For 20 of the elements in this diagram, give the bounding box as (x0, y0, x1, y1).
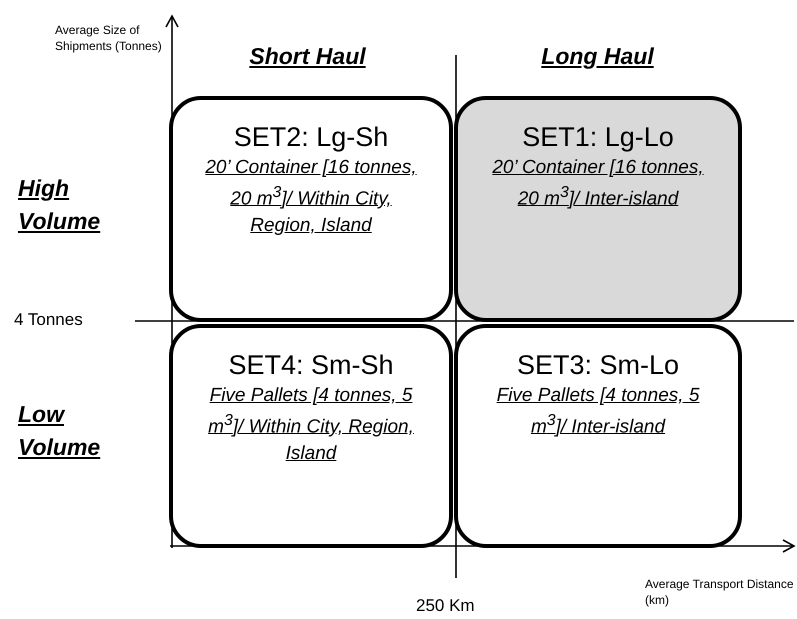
row-heading: High Volume (18, 174, 102, 236)
quadrant-description: 20’ Container [16 tonnes, 20 m$^{3}$]/ Inter-island (491, 156, 705, 211)
threshold-label: 250 Km (416, 596, 476, 616)
quadrant-box (454, 324, 742, 548)
quadrant-description: Five Pallets [4 tonnes, 5 m$^{3}$]/ Inter-island (496, 384, 700, 439)
quadrant-box (454, 96, 742, 322)
axis-title: Average Transport Distance (km) (645, 576, 795, 608)
quadrant-title: SET3: Sm-Lo (516, 350, 680, 381)
row-heading: Low Volume (18, 400, 102, 462)
quadrant-description: Five Pallets [4 tonnes, 5 m$^{3}$]/ Within City, Region, Island (207, 384, 415, 466)
axis-title: Average Size of Shipments (Tonnes) (55, 22, 163, 54)
quadrant-title: SET4: Sm-Sh (228, 350, 394, 381)
quadrant-title: SET1: Lg-Lo (522, 122, 674, 153)
quadrant-box (169, 96, 453, 322)
column-heading: Short Haul (248, 42, 367, 71)
quadrant-description: 20’ Container [16 tonnes, 20 m$^{3}$]/ Within City, Region, Island (204, 156, 418, 238)
threshold-label: 4 Tonnes (14, 310, 84, 330)
quadrant-box (169, 324, 453, 548)
column-heading: Long Haul (540, 42, 656, 71)
quadrant-title: SET2: Lg-Sh (234, 122, 388, 153)
